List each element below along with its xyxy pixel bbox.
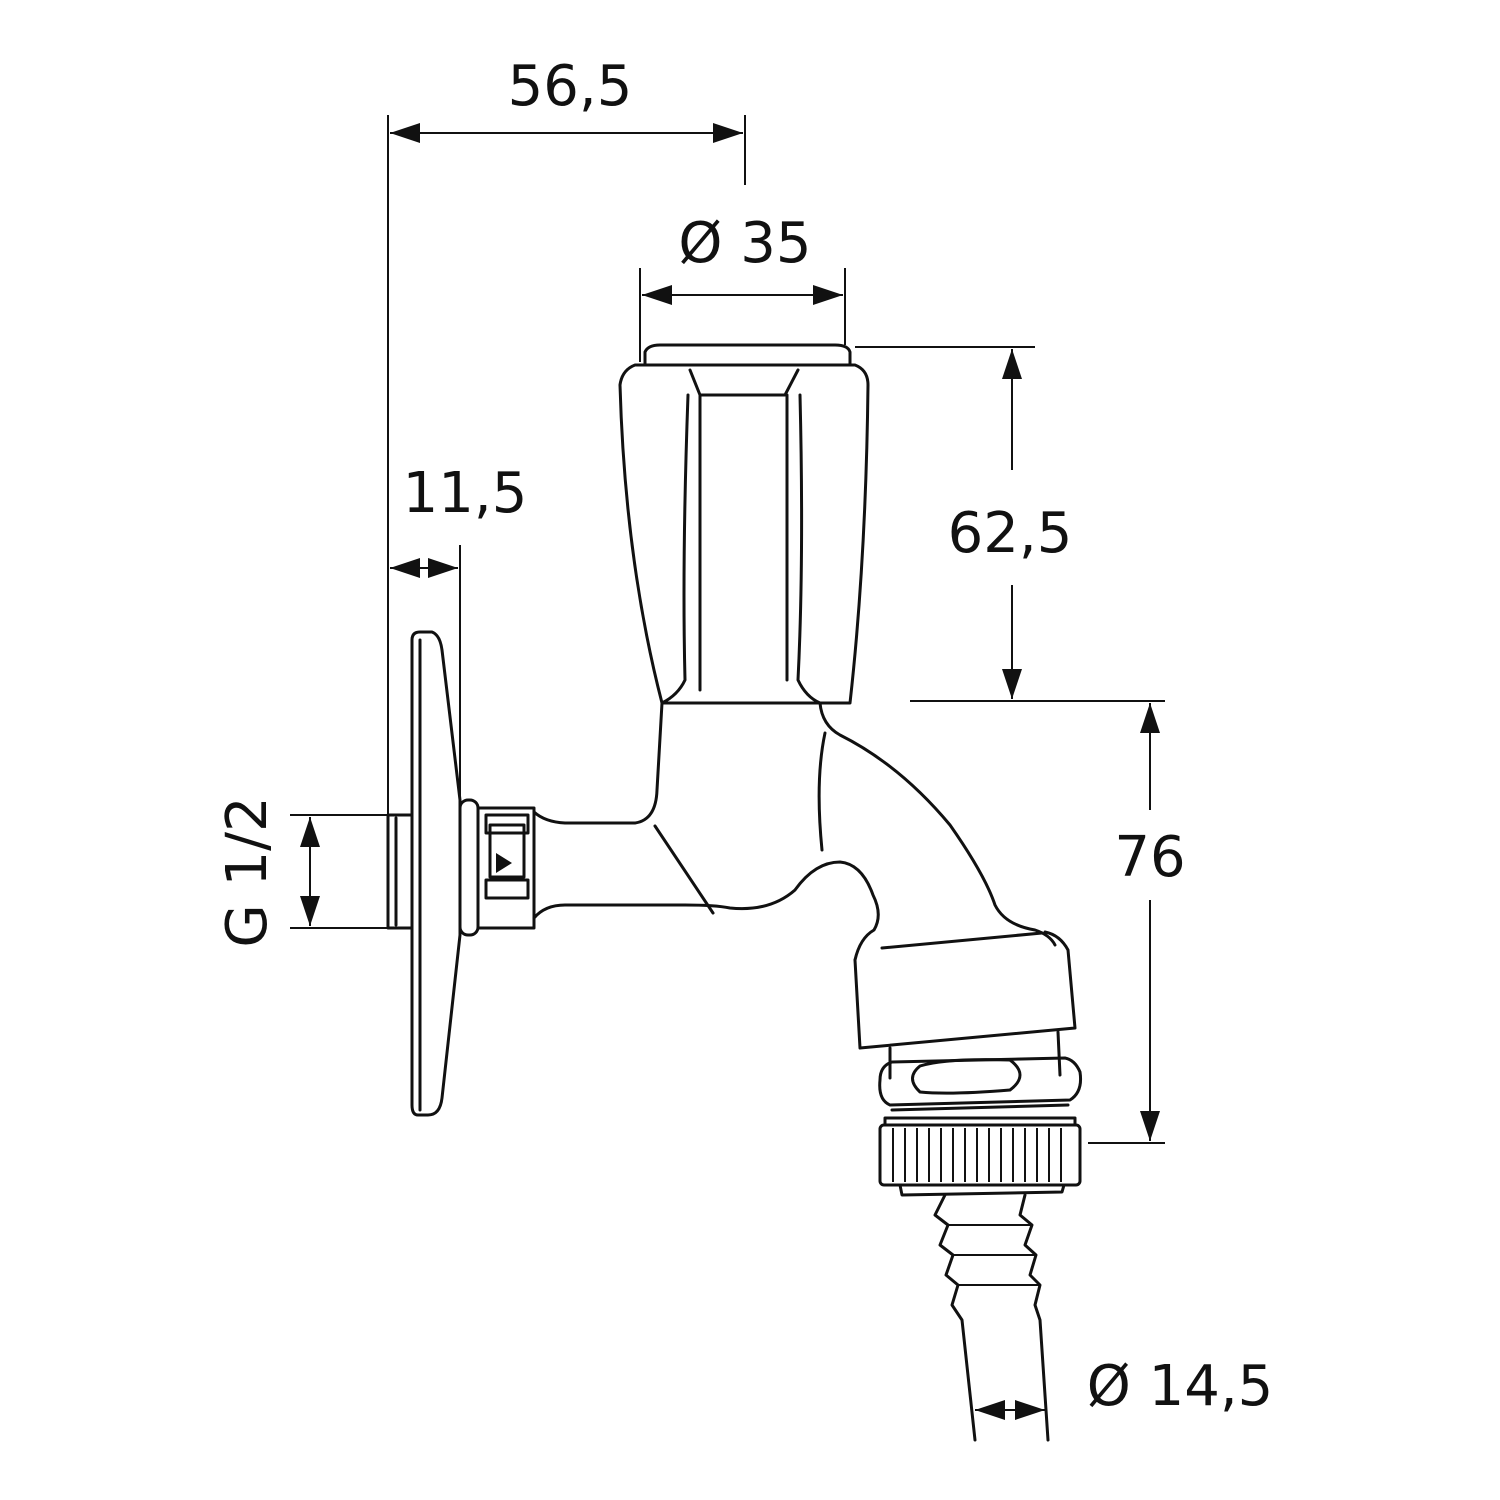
label-wall-offset: 11,5 — [403, 461, 528, 526]
hose-barb — [933, 1193, 1050, 1442]
label-handle-diameter: Ø 35 — [678, 211, 811, 276]
label-projection: 56,5 — [508, 54, 633, 119]
tap-body — [532, 701, 1057, 962]
wall-nut — [458, 798, 536, 937]
knurled-ring — [878, 1123, 1082, 1187]
flow-arrow-icon — [496, 853, 512, 873]
wall-plate — [410, 630, 462, 1117]
label-thread: G 1/2 — [215, 796, 280, 947]
thread-nipple — [386, 813, 414, 930]
label-outlet-height: 76 — [1114, 825, 1185, 890]
outlet-coupling — [853, 930, 1082, 1197]
tap-handle — [618, 343, 870, 705]
extension-lines — [290, 115, 1165, 1144]
label-handle-height: 62,5 — [948, 501, 1073, 566]
dimension-lines — [300, 123, 1160, 1420]
label-hose-diameter: Ø 14,5 — [1087, 1354, 1274, 1419]
